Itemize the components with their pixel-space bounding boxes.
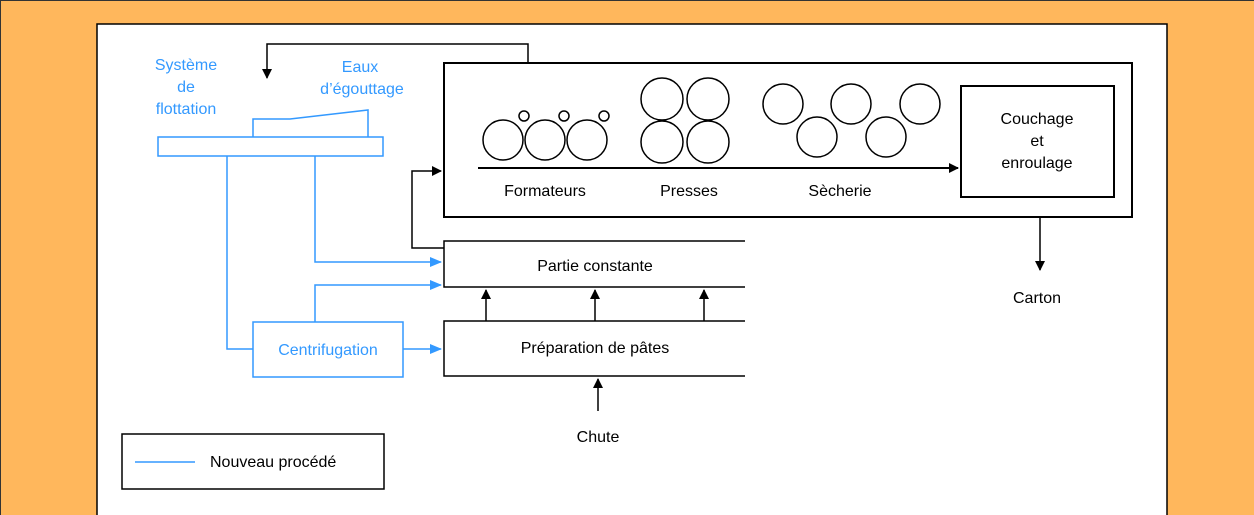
partie-to-machine-arrow <box>411 166 444 249</box>
partie-constante-label: Partie constante <box>537 258 653 275</box>
formateurs-label: Formateurs <box>504 183 586 200</box>
legend: Nouveau procédé <box>121 433 385 490</box>
flotation-label-3: flottation <box>156 101 216 118</box>
flotation-to-partie-arrow <box>314 156 442 267</box>
eaux-label-2: d’égouttage <box>320 81 404 98</box>
couchage-box <box>960 85 1115 198</box>
formateurs-rolls <box>482 110 610 161</box>
preparation-to-partie-arrows <box>481 289 709 321</box>
chute-label: Chute <box>577 429 620 446</box>
partie-constante-box <box>443 240 745 288</box>
preparation-label: Préparation de pâtes <box>521 340 670 357</box>
secherie-rolls <box>762 83 941 158</box>
centrifugation-to-partie-arrow <box>314 280 442 322</box>
presses-label: Presses <box>660 183 718 200</box>
presses-rolls <box>640 77 730 164</box>
couchage-label-1: Couchage <box>1001 111 1074 128</box>
carton-label: Carton <box>1013 290 1061 307</box>
recirculation-arrow <box>262 43 529 79</box>
flotation-to-centrifugation-line <box>226 156 253 350</box>
centrifugation-box <box>252 321 404 378</box>
flotation-label-2: de <box>177 79 195 96</box>
flotation-label-1: Système <box>155 57 217 74</box>
secherie-label: Sècherie <box>808 183 871 200</box>
couchage-label-3: enroulage <box>1001 155 1072 172</box>
eaux-label-1: Eaux <box>342 59 378 76</box>
legend-label: Nouveau procédé <box>210 454 336 471</box>
flotation-tank <box>157 109 384 157</box>
centrifugation-label: Centrifugation <box>278 342 378 359</box>
couchage-label-2: et <box>1030 133 1044 150</box>
